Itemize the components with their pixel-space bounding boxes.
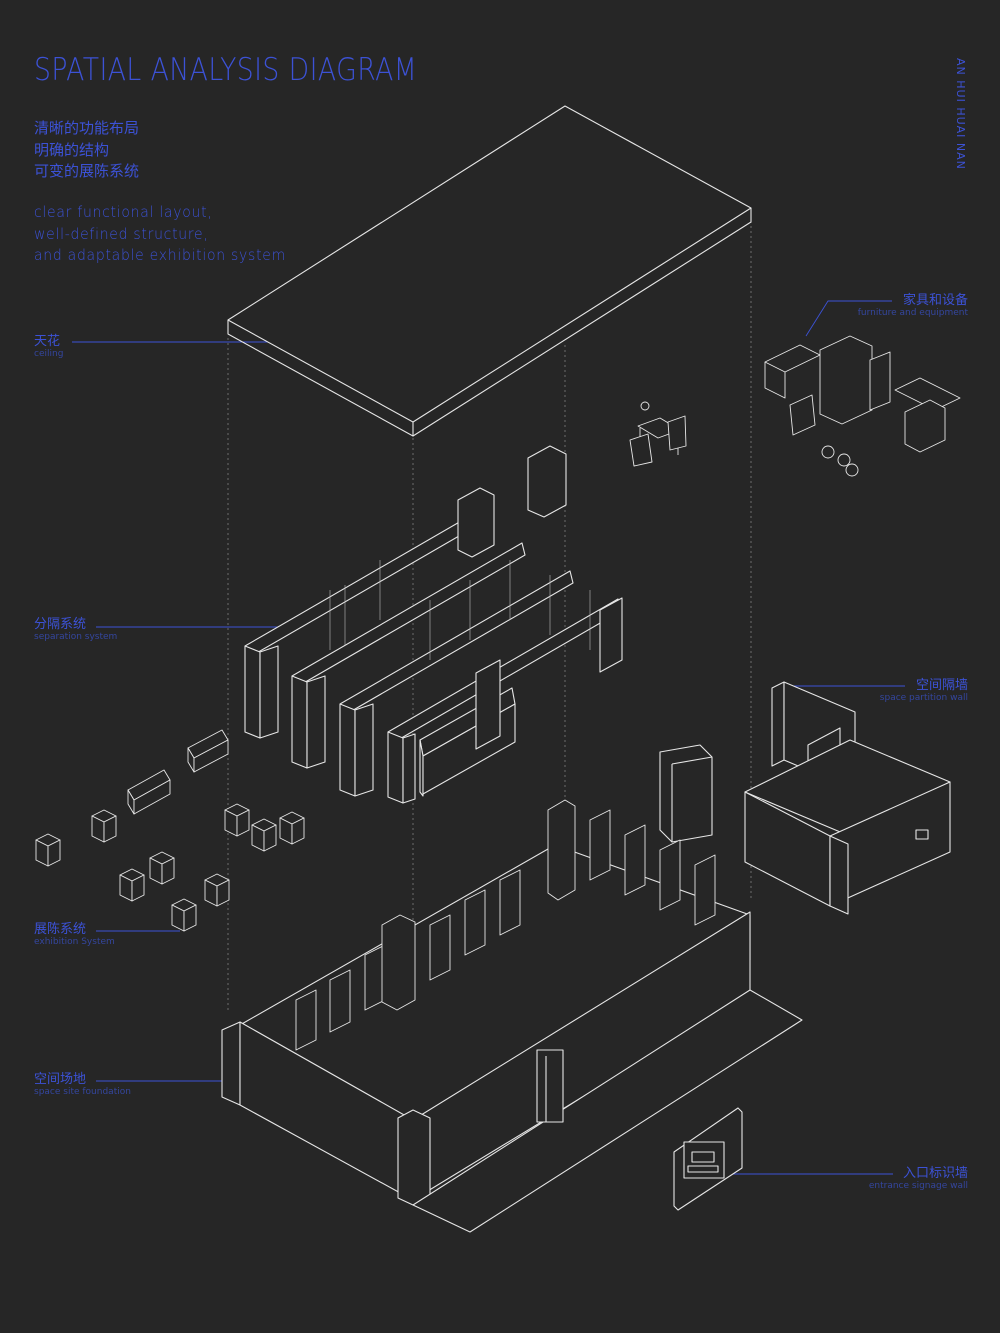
label-partition-en: space partition wall: [879, 693, 968, 703]
label-ceiling: 天花 ceiling: [34, 334, 63, 360]
intro-english: clear functional layout, well-defined st…: [34, 202, 305, 267]
intro-en-line: and adaptable exhibition system: [34, 246, 286, 264]
label-exhibition-en: exhibition System: [34, 937, 115, 947]
label-foundation-en: space site foundation: [34, 1087, 131, 1097]
label-furniture-cn: 家具和设备: [902, 293, 968, 308]
label-partition: 空间隔墙 space partition wall: [880, 678, 968, 704]
page-title: SPATIAL ANALYSIS DIAGRAM: [34, 52, 418, 88]
label-ceiling-cn: 天花: [34, 334, 61, 349]
label-ceiling-en: ceiling: [34, 349, 64, 359]
label-foundation-cn: 空间场地: [34, 1072, 87, 1087]
intro-en-line: well-defined structure,: [34, 224, 209, 243]
furniture-cluster: [629, 335, 961, 477]
label-signage: 入口标识墙 entrance signage wall: [869, 1166, 968, 1192]
intro-cn-line: 可变的展陈系统: [34, 162, 140, 180]
label-furniture: 家具和设备 furniture and equipment: [858, 293, 968, 319]
leader-furniture: [805, 300, 892, 337]
site-foundation: [221, 799, 803, 1233]
intro-en-line: clear functional layout,: [34, 203, 213, 221]
label-partition-cn: 空间隔墙: [915, 678, 968, 693]
signage-wall: [673, 1107, 743, 1211]
loose-wall-panel: [659, 744, 713, 843]
intro-cn-line: 明确的结构: [34, 140, 110, 159]
partition-wall: [744, 681, 951, 915]
label-foundation: 空间场地 space site foundation: [34, 1072, 131, 1098]
label-exhibition-cn: 展陈系统: [34, 922, 87, 937]
label-signage-cn: 入口标识墙: [902, 1166, 968, 1181]
label-separation: 分隔系统 separation system: [34, 617, 117, 643]
label-exhibition: 展陈系统 exhibition System: [34, 922, 115, 948]
separation-system: [244, 445, 623, 804]
intro-cn-line: 清晰的功能布局: [34, 119, 140, 137]
label-furniture-en: furniture and equipment: [857, 308, 968, 318]
exhibition-system: [35, 729, 305, 932]
label-signage-en: entrance signage wall: [868, 1181, 968, 1191]
ceiling-slab: [227, 105, 752, 437]
label-separation-cn: 分隔系统: [34, 617, 87, 632]
label-separation-en: separation system: [34, 632, 118, 642]
intro-chinese: 清晰的功能布局 明确的结构 可变的展陈系统: [34, 118, 139, 183]
location-vertical-text: AN HUI HUAI NAN: [954, 58, 967, 170]
